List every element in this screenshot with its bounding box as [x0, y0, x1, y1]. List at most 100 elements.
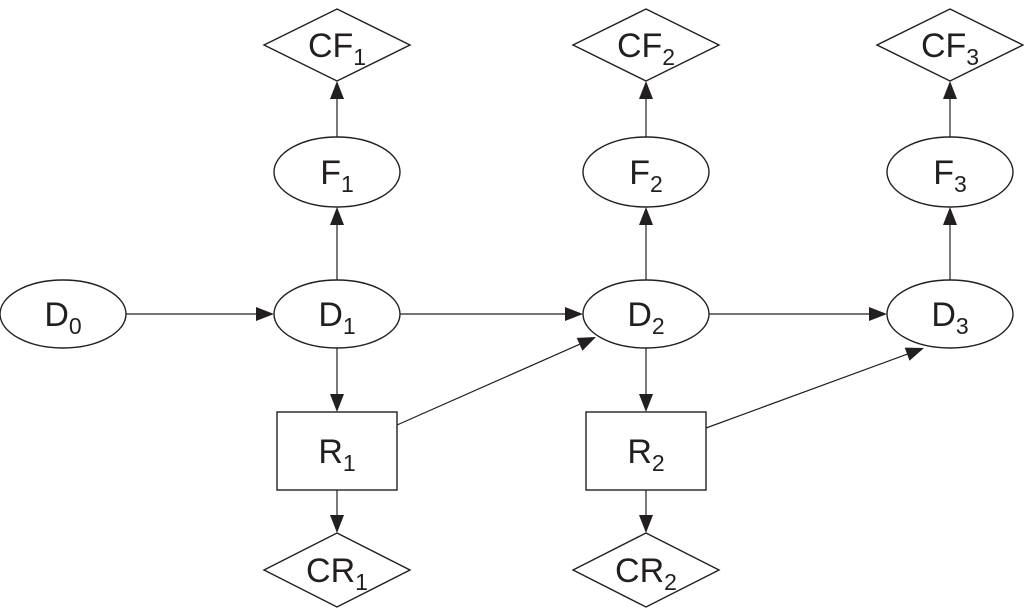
ellipse-node-shape [0, 279, 127, 349]
node-label-subscript: 1 [343, 450, 356, 476]
edge-f1-to-cf1 [330, 81, 344, 137]
node-f3: F3 [886, 136, 1014, 208]
node-label-subscript: 1 [355, 569, 368, 595]
node-label-subscript: 2 [662, 44, 675, 70]
diamond-node-shape [262, 532, 412, 608]
node-d1: D1 [273, 279, 401, 349]
node-label: D2 [627, 296, 664, 339]
node-label-main: R [318, 433, 343, 471]
arrowhead [943, 81, 957, 99]
arrowhead [330, 515, 344, 533]
node-d3: D3 [886, 279, 1014, 349]
node-label-subscript: 2 [652, 450, 665, 476]
node-f2: F2 [582, 136, 710, 208]
arrowhead [576, 337, 596, 351]
edge-d2-to-r2 [639, 348, 653, 412]
node-label-main: CF [921, 27, 966, 65]
rect-node-shape [276, 411, 398, 491]
edge-d2-to-f2 [639, 207, 653, 280]
edge-f2-to-cf2 [639, 81, 653, 137]
arrowhead [565, 307, 583, 321]
node-label: D3 [931, 296, 968, 339]
arrowhead [639, 394, 653, 412]
arrowhead [330, 81, 344, 99]
edge-d1-to-f1 [330, 207, 344, 280]
node-label-subscript: 3 [954, 171, 967, 197]
node-label: CF2 [617, 27, 675, 70]
diamond-node-shape [571, 532, 721, 608]
edge-line [396, 343, 580, 426]
node-label-main: D [931, 296, 956, 334]
arrowhead [943, 207, 957, 225]
node-label-subscript: 2 [650, 171, 663, 197]
node-label-main: F [933, 154, 954, 192]
ellipse-node-shape [582, 136, 710, 208]
diamond-node-shape [875, 8, 1024, 82]
arrowhead [639, 515, 653, 533]
ellipse-node-shape [582, 279, 710, 349]
node-label: D1 [318, 296, 355, 339]
node-cf1: CF1 [262, 8, 412, 82]
node-label-main: CF [308, 27, 353, 65]
node-label-main: D [44, 296, 69, 334]
node-cf2: CF2 [571, 8, 721, 82]
node-label: R1 [318, 433, 355, 476]
node-label-main: D [318, 296, 343, 334]
node-label-main: CR [306, 552, 355, 590]
node-label: CR1 [306, 552, 368, 595]
edge-d1-to-r1 [330, 348, 344, 412]
node-label: F2 [629, 154, 663, 197]
arrowhead [904, 347, 924, 361]
node-label: CR2 [615, 552, 677, 595]
edge-d3-to-f3 [943, 207, 957, 280]
arrowhead [869, 307, 887, 321]
diamond-node-shape [571, 8, 721, 82]
node-r2: R2 [585, 411, 707, 491]
node-label-subscript: 1 [341, 171, 354, 197]
node-label-subscript: 1 [343, 313, 356, 339]
node-label: CF1 [308, 27, 366, 70]
node-label: R2 [627, 433, 664, 476]
node-label-main: F [320, 154, 341, 192]
rect-node-shape [585, 411, 707, 491]
ellipse-node-shape [886, 136, 1014, 208]
node-label-subscript: 3 [956, 313, 969, 339]
node-label-main: R [627, 433, 652, 471]
arrowhead [330, 394, 344, 412]
edge-r2-to-d3 [705, 347, 924, 429]
diamond-node-shape [262, 8, 412, 82]
edge-r1-to-cr1 [330, 490, 344, 533]
node-label-subscript: 3 [966, 44, 979, 70]
node-label-subscript: 0 [69, 313, 82, 339]
arrowhead [639, 207, 653, 225]
edge-f3-to-cf3 [943, 81, 957, 137]
node-r1: R1 [276, 411, 398, 491]
node-label-subscript: 2 [664, 569, 677, 595]
edge-layer [126, 81, 957, 533]
arrowhead [256, 307, 274, 321]
node-label: D0 [44, 296, 81, 339]
ellipse-node-shape [273, 279, 401, 349]
node-label-subscript: 1 [353, 44, 366, 70]
ellipse-node-shape [273, 136, 401, 208]
node-label: F1 [320, 154, 354, 197]
node-label-main: CF [617, 27, 662, 65]
node-d0: D0 [0, 279, 127, 349]
edge-r1-to-d2 [396, 337, 596, 426]
node-label-main: F [629, 154, 650, 192]
node-f1: F1 [273, 136, 401, 208]
node-cr2: CR2 [571, 532, 721, 608]
node-label-main: D [627, 296, 652, 334]
edge-d0-to-d1 [126, 307, 274, 321]
node-label: CF3 [921, 27, 979, 70]
node-cr1: CR1 [262, 532, 412, 608]
node-label-subscript: 2 [652, 313, 665, 339]
node-label: F3 [933, 154, 967, 197]
edge-line [705, 353, 908, 429]
edge-r2-to-cr2 [639, 490, 653, 533]
node-cf3: CF3 [875, 8, 1024, 82]
edge-d2-to-d3 [709, 307, 887, 321]
node-d2: D2 [582, 279, 710, 349]
